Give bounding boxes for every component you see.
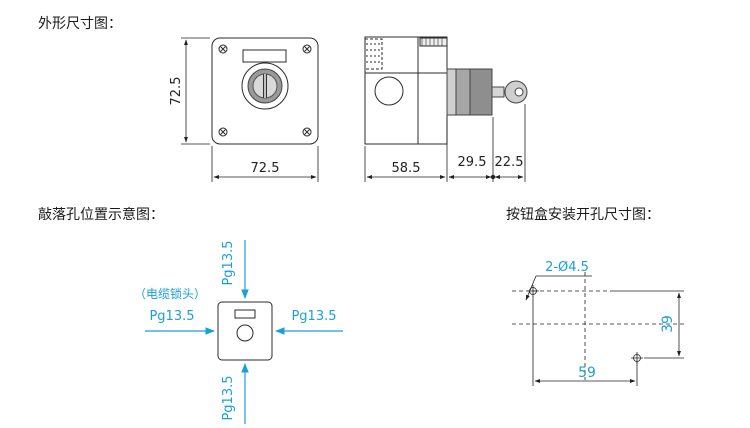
knockout-hole xyxy=(236,324,254,342)
knockout-label-window xyxy=(234,309,256,319)
knockout-housing xyxy=(217,301,273,361)
front-view xyxy=(211,37,319,145)
front-width-dim: 72.5 xyxy=(251,161,280,176)
knockout-left-label: Pg13.5 xyxy=(149,309,194,324)
front-dimensions xyxy=(181,37,319,182)
label-window xyxy=(242,49,287,63)
front-housing xyxy=(211,37,319,145)
mounting-diagram xyxy=(512,272,685,386)
knockout-bottom-label: Pg13.5 xyxy=(221,375,236,420)
key-switch-bezel xyxy=(241,62,289,110)
mounting-heading: 按钮盒安装开孔尺寸图： xyxy=(506,207,660,223)
side-dimensions xyxy=(364,104,526,182)
side-depth-dim: 58.5 xyxy=(392,161,421,176)
outline-heading: 外形尺寸图： xyxy=(38,16,122,32)
front-height-dim: 72.5 xyxy=(169,77,184,106)
mounting-hole-dim: 2-Ø4.5 xyxy=(545,260,589,275)
key-length-dim-a: 29.5 xyxy=(458,155,487,170)
mounting-width-dim: 59 xyxy=(578,365,596,381)
side-housing xyxy=(364,36,448,145)
dim-junction-dot xyxy=(490,174,496,180)
mounting-height-dim: 39 xyxy=(660,315,676,333)
mounting-hole-icon xyxy=(527,285,643,364)
knockout-heading: 敲落孔位置示意图： xyxy=(38,207,164,223)
knockout-box xyxy=(217,301,273,361)
knockout-arrows xyxy=(145,240,343,424)
side-view xyxy=(364,36,528,145)
screw-icon xyxy=(218,44,312,137)
key-length-dim-b: 22.5 xyxy=(495,155,524,170)
knockout-top-label: Pg13.5 xyxy=(221,240,236,285)
cable-lock-label: （电缆锁头） xyxy=(134,286,206,301)
knockout-right-label: Pg13.5 xyxy=(291,309,336,324)
